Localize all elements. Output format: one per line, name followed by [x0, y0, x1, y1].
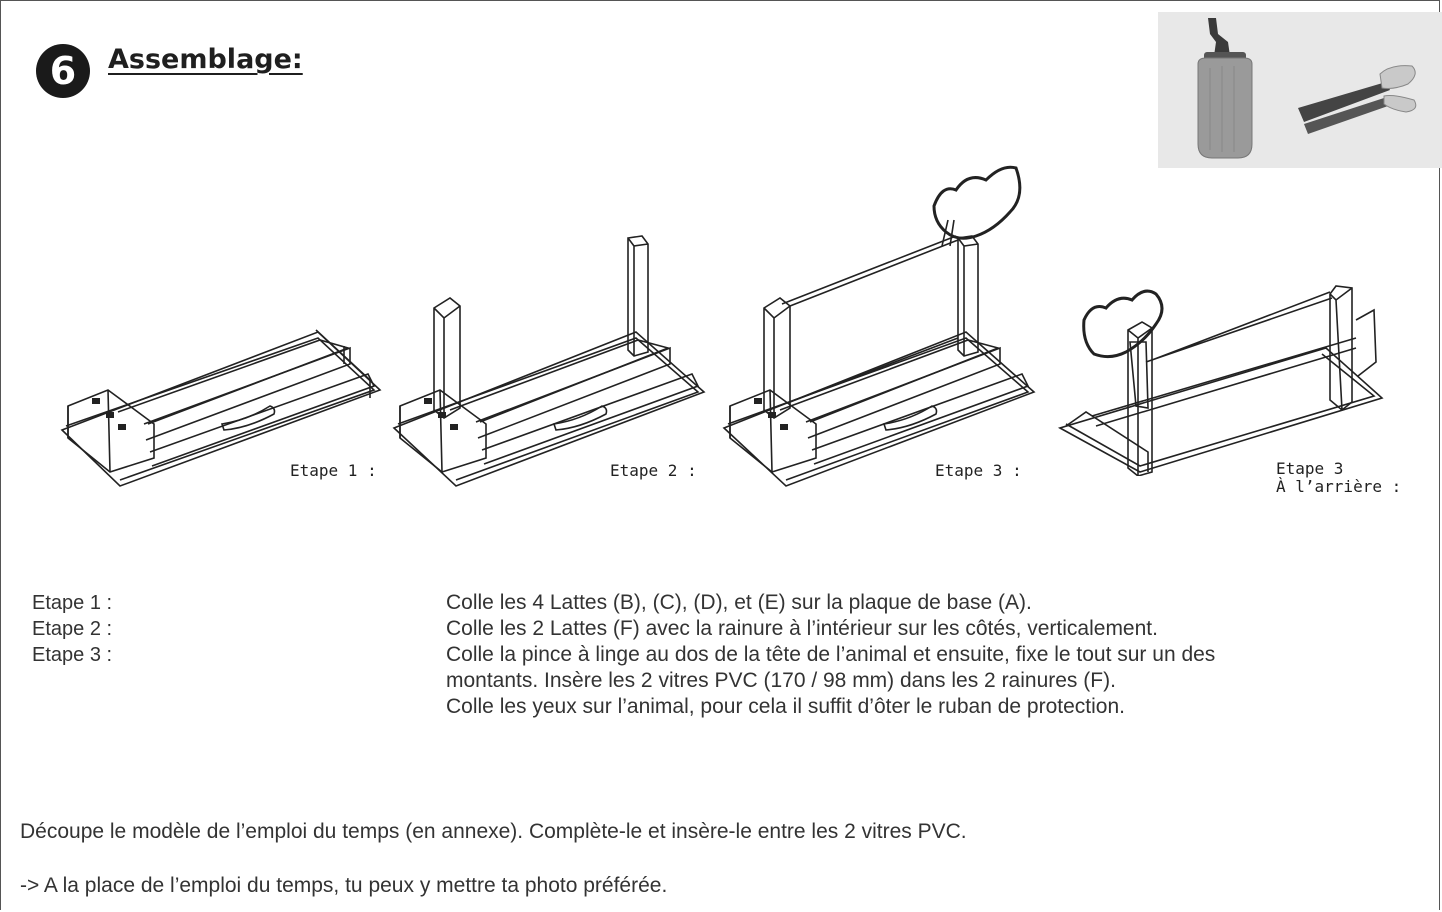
step2-label: Etape 2 : — [32, 618, 113, 640]
step-number-badge: 6 — [36, 44, 90, 98]
step3-text-line3: Colle les yeux sur l’animal, pour cela i… — [446, 695, 1125, 718]
illustration-caption-2: Etape 2 : — [610, 461, 697, 480]
step3-text-line1: Colle la pince à linge au dos de la tête… — [446, 643, 1216, 666]
section-title: Assemblage: — [108, 44, 303, 75]
tools-panel — [1158, 12, 1442, 168]
illustration-step1 — [60, 329, 382, 487]
step2-text: Colle les 2 Lattes (F) avec la rainure à… — [446, 617, 1158, 640]
step3-text-line2: montants. Insère les 2 vitres PVC (170 /… — [446, 669, 1116, 692]
illustration-step3 — [722, 165, 1036, 487]
clothespin-icon — [1298, 65, 1417, 134]
illustration-step2 — [392, 235, 706, 487]
note-line-2: -> A la place de l’emploi du temps, tu p… — [20, 874, 668, 897]
illustration-caption-4a: Etape 3 — [1276, 459, 1344, 478]
illustration-step3-back — [1057, 285, 1384, 476]
step1-label: Etape 1 : — [32, 592, 113, 614]
illustration-caption-1: Etape 1 : — [290, 461, 377, 480]
glue-bottle-icon — [1197, 18, 1253, 159]
step3-label: Etape 3 : — [32, 644, 113, 666]
illustration-caption-4b: À l’arrière : — [1276, 477, 1402, 496]
illustration-caption-3: Etape 3 : — [935, 461, 1022, 480]
step1-text: Colle les 4 Lattes (B), (C), (D), et (E)… — [446, 591, 1032, 614]
note-line-1: Découpe le modèle de l’emploi du temps (… — [20, 820, 967, 843]
